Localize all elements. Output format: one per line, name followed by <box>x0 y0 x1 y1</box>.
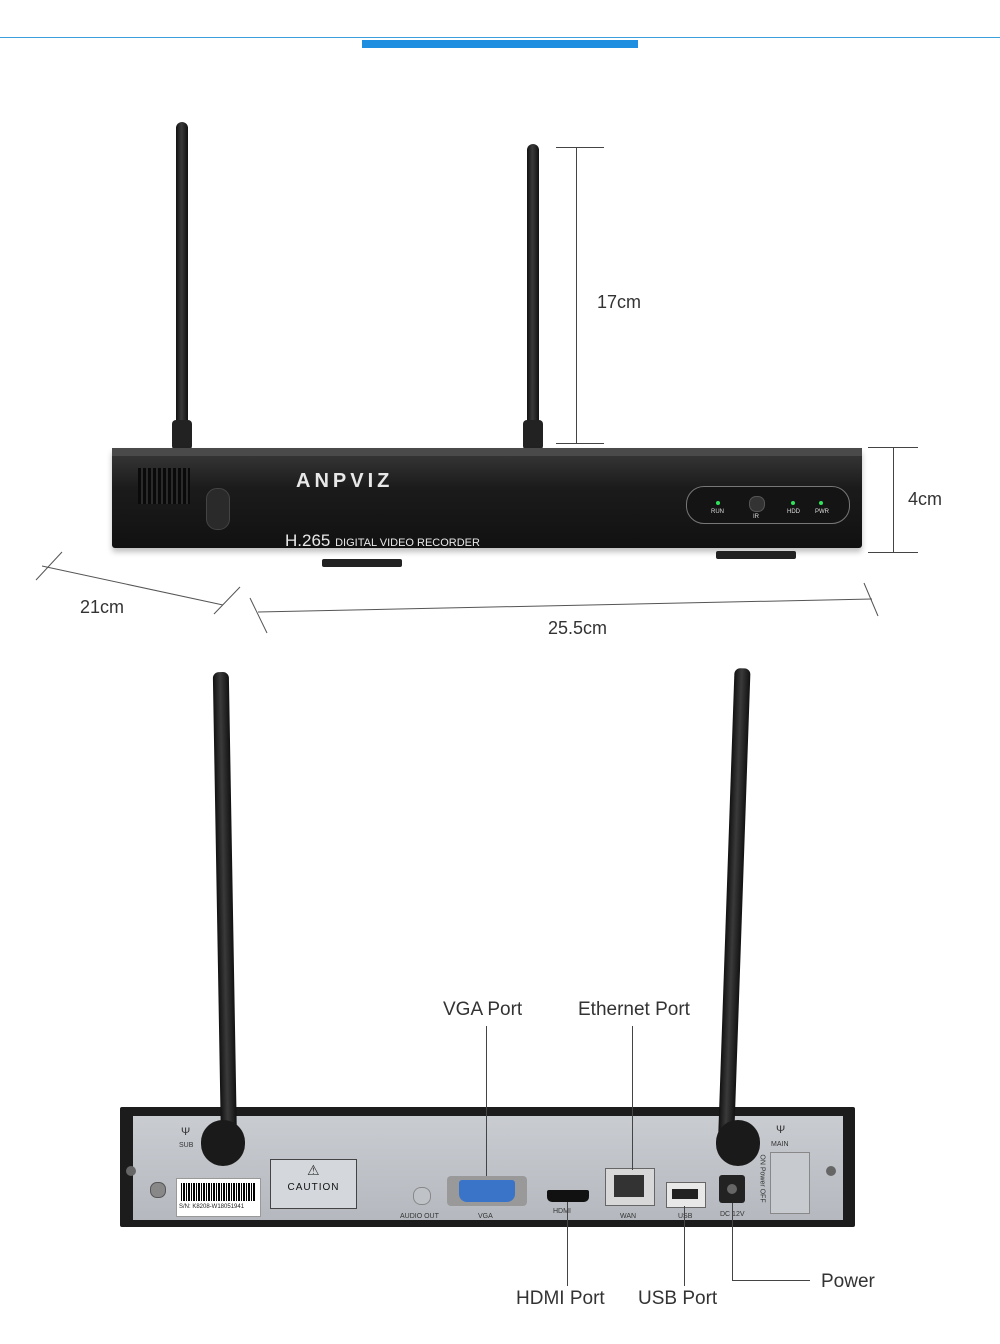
antenna-connector <box>206 488 230 530</box>
serial-sticker: S/N: K8208-W18051941 <box>176 1178 261 1217</box>
header-rule <box>0 37 1000 38</box>
width-dim-line <box>257 598 873 613</box>
hdmi-callout-line <box>567 1202 568 1286</box>
model-suffix: DIGITAL VIDEO RECORDER <box>335 537 480 549</box>
run-led <box>716 501 720 505</box>
run-led-label: RUN <box>711 509 724 515</box>
ethernet-port[interactable] <box>605 1168 655 1206</box>
dc-power-jack[interactable] <box>719 1175 745 1203</box>
power-switch-label: ON Power OFF <box>758 1154 766 1203</box>
header-accent-bar <box>362 40 638 48</box>
main-antenna-label: MAIN <box>771 1141 789 1148</box>
back-sub-antenna-base <box>201 1120 245 1166</box>
hdmi-port[interactable] <box>547 1190 589 1202</box>
usb-port-callout: USB Port <box>638 1288 718 1309</box>
sub-antenna-label: SUB <box>179 1142 194 1149</box>
usb-socket <box>672 1189 698 1199</box>
vga-port-callout: VGA Port <box>443 999 523 1020</box>
hdd-led-label: HDD <box>787 509 800 515</box>
width-dim-tick-right <box>863 582 879 617</box>
depth-width-dim-lines <box>35 551 879 634</box>
front-right-antenna <box>527 144 539 452</box>
vga-label: VGA <box>478 1213 493 1220</box>
back-sub-antenna <box>212 671 237 1143</box>
hdmi-port-callout: HDMI Port <box>516 1288 605 1309</box>
barcode-icon <box>181 1183 256 1201</box>
front-left-antenna-base <box>172 420 192 450</box>
caution-label: ⚠ CAUTION <box>270 1159 357 1209</box>
audio-out-label: AUDIO OUT <box>400 1213 439 1220</box>
screw-left-icon <box>126 1166 136 1176</box>
warning-triangle-icon: ⚠ <box>307 1162 320 1178</box>
audio-out-port[interactable] <box>413 1187 431 1205</box>
model-label: H.265 DIGITAL VIDEO RECORDER <box>285 531 480 551</box>
vga-port[interactable] <box>447 1176 527 1206</box>
power-switch[interactable] <box>770 1152 810 1214</box>
ground-screw-icon <box>150 1182 166 1198</box>
caution-title: CAUTION <box>287 1182 340 1193</box>
pwr-led <box>819 501 823 505</box>
depth-label: 21cm <box>80 597 125 617</box>
power-callout: Power <box>821 1271 875 1292</box>
side-vent <box>138 468 190 504</box>
antenna-sub-icon: Ψ <box>181 1126 191 1138</box>
usb-label: USB <box>678 1213 693 1220</box>
ir-sensor <box>749 496 765 512</box>
hdd-led <box>791 501 795 505</box>
back-main-antenna <box>718 668 751 1143</box>
height-dim-tick-bottom <box>868 552 918 553</box>
wan-label: WAN <box>620 1213 637 1220</box>
front-foot-left <box>322 559 402 567</box>
model-prefix: H.265 <box>285 531 331 550</box>
body-height-label: 4cm <box>908 489 943 509</box>
ir-label: IR <box>753 514 759 520</box>
vga-connector <box>459 1180 515 1202</box>
back-main-antenna-base <box>716 1120 760 1166</box>
width-label: 25.5cm <box>548 618 608 638</box>
antenna-main-icon: Ψ <box>776 1124 786 1136</box>
antenna-dim-tick-top <box>556 147 604 148</box>
height-dim-line <box>893 447 894 552</box>
front-right-antenna-base <box>523 420 543 450</box>
front-left-antenna <box>176 122 188 452</box>
status-led-panel: RUN IR HDD PWR <box>686 486 850 524</box>
dvr-front-top-edge <box>112 448 862 456</box>
screw-right-icon <box>826 1166 836 1176</box>
antenna-height-label: 17cm <box>597 292 642 312</box>
power-callout-line-h <box>732 1280 810 1281</box>
dc-jack-pin <box>727 1184 737 1194</box>
serial-number: S/N: K8208-W18051941 <box>179 1204 245 1210</box>
vga-callout-line <box>486 1026 487 1176</box>
usb-callout-line <box>684 1206 685 1286</box>
antenna-dim-tick-bottom <box>556 443 604 444</box>
rj45-socket <box>614 1175 644 1197</box>
power-callout-line-v <box>732 1203 733 1281</box>
hdmi-label: HDMI <box>553 1208 571 1215</box>
width-dim-tick-left <box>249 597 268 634</box>
antenna-dim-line <box>576 147 577 443</box>
depth-dim-tick-right <box>213 586 241 615</box>
depth-dim-tick-left <box>35 551 63 581</box>
usb-port[interactable] <box>666 1182 706 1208</box>
ethernet-port-callout: Ethernet Port <box>578 999 690 1020</box>
brand-logo: ANPVIZ <box>296 470 394 492</box>
ethernet-callout-line <box>632 1026 633 1170</box>
front-foot-right <box>716 551 796 559</box>
depth-dim-line <box>41 565 224 606</box>
pwr-led-label: PWR <box>815 509 829 515</box>
height-dim-tick-top <box>868 447 918 448</box>
